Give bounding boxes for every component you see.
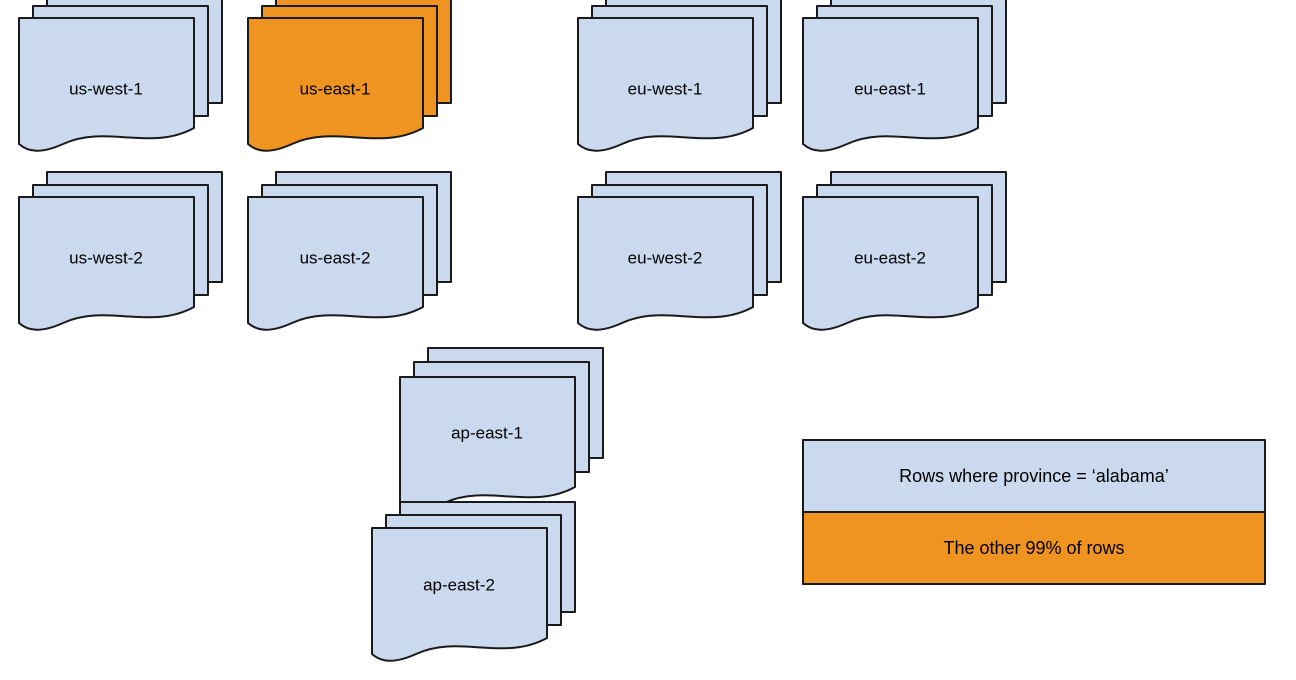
doc-stack-eu-east-1[interactable]: eu-east-1 bbox=[802, 0, 1007, 152]
doc-sheet-front bbox=[399, 376, 576, 511]
doc-sheet-front bbox=[371, 527, 548, 662]
legend-row-other: The other 99% of rows bbox=[802, 511, 1266, 585]
legend-label-other: The other 99% of rows bbox=[943, 538, 1124, 558]
doc-stack-label: eu-west-2 bbox=[628, 248, 703, 267]
doc-sheet-front bbox=[247, 196, 424, 331]
doc-stack-eu-west-1[interactable]: eu-west-1 bbox=[577, 0, 782, 152]
doc-sheet-front bbox=[577, 17, 754, 152]
doc-sheet-front bbox=[18, 17, 195, 152]
doc-sheet-front bbox=[802, 17, 979, 152]
doc-stack-eu-east-2[interactable]: eu-east-2 bbox=[802, 171, 1007, 331]
doc-stack-eu-west-2[interactable]: eu-west-2 bbox=[577, 171, 782, 331]
doc-stack-label: us-east-1 bbox=[300, 79, 371, 98]
doc-stack-ap-east-1[interactable]: ap-east-1 bbox=[399, 347, 604, 511]
doc-sheet-front bbox=[802, 196, 979, 331]
doc-stack-ap-east-2[interactable]: ap-east-2 bbox=[371, 501, 576, 662]
doc-stack-label: ap-east-2 bbox=[423, 575, 495, 594]
doc-stack-label: eu-east-2 bbox=[854, 248, 926, 267]
doc-stack-label: us-west-2 bbox=[69, 248, 143, 267]
doc-stack-label: us-east-2 bbox=[300, 248, 371, 267]
doc-sheet-front bbox=[18, 196, 195, 331]
legend: Rows where province = ‘alabama’ The othe… bbox=[802, 439, 1266, 585]
doc-stack-us-west-2[interactable]: us-west-2 bbox=[18, 171, 223, 331]
doc-stack-label: ap-east-1 bbox=[451, 423, 523, 442]
doc-stack-label: us-west-1 bbox=[69, 79, 143, 98]
doc-sheet-front bbox=[247, 17, 424, 152]
legend-row-matching: Rows where province = ‘alabama’ bbox=[802, 439, 1266, 513]
doc-sheet-front bbox=[577, 196, 754, 331]
legend-label-matching: Rows where province = ‘alabama’ bbox=[899, 466, 1169, 486]
doc-stack-us-east-2[interactable]: us-east-2 bbox=[247, 171, 452, 331]
doc-stack-label: eu-east-1 bbox=[854, 79, 926, 98]
doc-stack-label: eu-west-1 bbox=[628, 79, 703, 98]
doc-stack-us-east-1[interactable]: us-east-1 bbox=[247, 0, 452, 152]
doc-stack-us-west-1[interactable]: us-west-1 bbox=[18, 0, 223, 152]
